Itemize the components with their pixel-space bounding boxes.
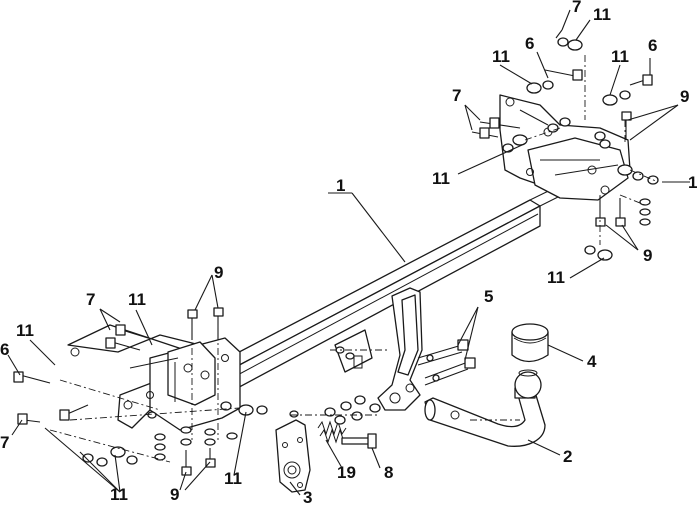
callout-11-center-lower: 11: [224, 469, 242, 488]
callout-11-left: 11: [16, 321, 34, 340]
callout-2: 2: [563, 447, 572, 466]
leader-lines: [7, 9, 690, 496]
callout-7-left-lower: 7: [0, 433, 9, 452]
callout-9-right-upper: 9: [680, 87, 689, 106]
callout-11-left-upper: 11: [128, 290, 146, 309]
callout-11-left-lower: 11: [110, 485, 128, 504]
hardware-nuts-washers: [82, 37, 659, 467]
ball-mount-drop-plate: [334, 287, 423, 411]
callout-6-left: 6: [0, 340, 9, 359]
callout-6-top: 6: [525, 34, 534, 53]
callout-7-left-upper: 7: [86, 290, 95, 309]
callout-1: 1: [336, 176, 345, 195]
callout-11-upper-right: 11: [611, 47, 629, 66]
bolts: [13, 29, 653, 476]
callout-8: 8: [384, 463, 393, 482]
callout-6-right: 6: [648, 36, 657, 55]
callout-7-right: 7: [452, 86, 461, 105]
callout-7-top: 7: [572, 0, 581, 16]
spring-and-bolt: [317, 420, 377, 449]
callout-9-right-lower: 9: [643, 246, 652, 265]
tow-ball-neck: [424, 369, 546, 447]
callout-11-top: 11: [593, 5, 611, 24]
callout-5: 5: [484, 287, 493, 306]
ball-cover: [511, 323, 549, 363]
callout-11-right-mid: 11: [432, 169, 450, 188]
right-side-bracket: [499, 94, 631, 201]
callout-4: 4: [587, 352, 597, 371]
callout-11-upper-mid: 11: [492, 47, 510, 66]
callout-9-left-upper: 9: [214, 263, 223, 282]
callout-labels: 1 2 3 4 5 6 6 6 7 7 7 7 8 9 9 9 9 11 11 …: [0, 0, 697, 507]
assembly-guide-lines: [49, 55, 659, 463]
callout-1-right-edge: 1: [688, 173, 697, 192]
callout-19: 19: [337, 463, 356, 482]
callout-3: 3: [303, 488, 312, 507]
callout-11-right-lower: 11: [547, 268, 565, 287]
drop-plate-bolts: [417, 339, 476, 386]
socket-plate: [275, 419, 311, 493]
callout-9-left-lower: 9: [170, 485, 179, 504]
